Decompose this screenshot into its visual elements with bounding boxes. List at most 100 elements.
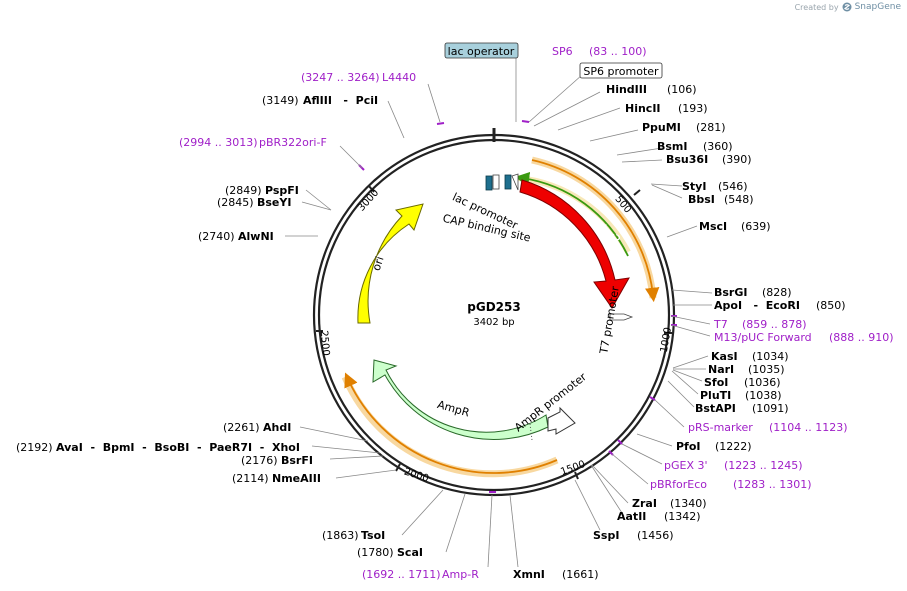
primer-tick-l4440 — [436, 122, 445, 125]
enzyme-bbsi-pos: (548) — [724, 193, 754, 206]
sp6-promoter-mark — [511, 173, 519, 191]
primer-pbr322ori-range: (2994 .. 3013) — [179, 136, 258, 149]
primer-t7-range: (859 .. 878) — [742, 318, 807, 331]
t7-promoter-arrow — [609, 313, 634, 321]
enzyme-bseyi-pos: (2845) — [217, 196, 254, 209]
primer-prs-name: pRS-marker — [688, 421, 753, 434]
enzyme-bsu36i-name: Bsu36I — [666, 153, 708, 166]
primer-sp6-name: SP6 — [552, 45, 573, 58]
boxed-sp6-promoter: SP6 promoter — [579, 62, 663, 79]
plasmid-name: pGD253 — [467, 300, 520, 314]
created-by-text: Created by — [794, 2, 839, 12]
enzyme-styi-name: StyI — [682, 180, 706, 193]
enzyme-kasi-pos: (1034) — [752, 350, 789, 363]
enzyme-aatii-pos: (1342) — [664, 510, 701, 523]
primer-tick-sp6 — [521, 120, 530, 123]
enzyme-nari-pos: (1035) — [748, 363, 785, 376]
enzyme-scai-name: ScaI — [397, 546, 423, 559]
enzyme-sfoi-name: SfoI — [704, 376, 728, 389]
enzyme-nari-name: NarI — [708, 363, 734, 376]
lac-operator-label: lac operator — [448, 45, 515, 58]
ruler-label-2500: 2500 — [318, 330, 331, 356]
enzyme-styi-pos: (546) — [718, 180, 748, 193]
orange-arrow-top — [531, 159, 660, 303]
enzyme-bsmi-name: BsmI — [657, 140, 688, 153]
primer-tick-prs — [649, 396, 656, 401]
enzyme-ppumi-name: PpuMI — [642, 121, 681, 134]
ampr-label: AmpR — [436, 398, 472, 420]
primer-amp-r-range: (1692 .. 1711) — [362, 568, 441, 581]
enzyme-pluti-name: PluTI — [700, 389, 731, 402]
ruler-label-1500: 1500 — [559, 459, 587, 478]
ruler-tick-1500 — [574, 471, 579, 480]
ampr-promoter-arrow — [547, 406, 576, 435]
leader-lines — [285, 58, 713, 568]
enzyme-pspfi-pos: (2849) — [225, 184, 262, 197]
brand-badge: Created by SnapGene — [795, 2, 901, 12]
enzyme-bstapi-pos: (1091) — [752, 402, 789, 415]
primer-amp-r-name: Amp-R — [442, 568, 479, 581]
ori-arrow — [357, 203, 424, 324]
primer-m13-range: (888 .. 910) — [829, 331, 894, 344]
enzyme-labels-right: HindIII (106) HincII (193) PpuMI (281) B… — [513, 83, 846, 581]
primer-pgex-range: (1223 .. 1245) — [724, 459, 803, 472]
enzyme-bbsi-name: BbsI — [688, 193, 715, 206]
enzyme-nmeaiii-pos: (2114) — [232, 472, 269, 485]
primer-l4440-name: L4440 — [382, 71, 416, 84]
orange-arrow-bottom — [344, 372, 558, 474]
enzyme-bsrfi-name: BsrFI — [281, 454, 313, 467]
enzyme-sfoi-pos: (1036) — [744, 376, 781, 389]
enzyme-hincii-pos: (193) — [678, 102, 708, 115]
enzyme-alwni-pos: (2740) — [198, 230, 235, 243]
primer-pgex-name: pGEX 3' — [664, 459, 708, 472]
enzyme-kasi-name: KasI — [711, 350, 738, 363]
enzyme-ppumi-pos: (281) — [696, 121, 726, 134]
primer-prs-range: (1104 .. 1123) — [769, 421, 848, 434]
enzyme-pfoi-name: PfoI — [676, 440, 701, 453]
lac-operator-box — [504, 174, 512, 190]
enzyme-hindiii-pos: (106) — [667, 83, 697, 96]
enzyme-bsrfi-pos: (2176) — [241, 454, 278, 467]
enzyme-msci-pos: (639) — [741, 220, 771, 233]
enzyme-nmeaiii-name: NmeAIII — [272, 472, 321, 485]
lac-operator-label-box — [444, 42, 519, 59]
primer-pbrforeco-name: pBRforEco — [650, 478, 707, 491]
enzyme-zrai-pos: (1340) — [670, 497, 707, 510]
ruler-label-1000: 1000 — [659, 326, 674, 353]
sp6-promoter-label: SP6 promoter — [583, 65, 659, 78]
enzyme-msci-name: MscI — [699, 220, 727, 233]
snapgene-logo-icon — [842, 2, 852, 12]
primer-m13-name: M13/pUC Forward — [714, 331, 812, 344]
ruler-tick-3000 — [368, 185, 375, 193]
enzyme-alwni-name: AlwNI — [238, 230, 274, 243]
primer-labels: SP6 (83 .. 100) T7 (859 .. 878) M13/pUC … — [179, 45, 894, 581]
lac-promoter-box — [492, 174, 500, 190]
sp6-promoter-label-box — [579, 62, 663, 79]
enzyme-apoi-ecori-pos: (850) — [816, 299, 846, 312]
ruler-tick-2000 — [395, 463, 401, 472]
primer-sp6-range: (83 .. 100) — [589, 45, 647, 58]
enzyme-sspi-name: SspI — [593, 529, 619, 542]
enzyme-bsrgi-name: BsrGI — [714, 286, 747, 299]
enzyme-ahdi-pos: (2261) — [223, 421, 260, 434]
enzyme-pfoi-pos: (1222) — [715, 440, 752, 453]
enzyme-pspfi-name: PspFI — [265, 184, 299, 197]
ruler-label-3000: 3000 — [356, 187, 381, 213]
enzyme-tsoi-pos: (1863) — [322, 529, 359, 542]
snapgene-brand-text: SnapGene — [854, 2, 901, 12]
enzyme-bsrgi-pos: (828) — [762, 286, 792, 299]
green-arrow — [514, 171, 629, 257]
enzyme-avai-group-pos: (2192) — [16, 441, 53, 454]
primer-pbrforeco-range: (1283 .. 1301) — [733, 478, 812, 491]
enzyme-xmni-pos: (1661) — [562, 568, 599, 581]
enzyme-hincii-name: HincII — [625, 102, 661, 115]
primer-tick-pgex — [617, 439, 623, 445]
enzyme-hindiii-name: HindIII — [606, 83, 647, 96]
enzyme-scai-pos: (1780) — [357, 546, 394, 559]
primer-pbr322ori-name: pBR322ori-F — [259, 136, 327, 149]
enzyme-bsu36i-pos: (390) — [722, 153, 752, 166]
enzyme-ahdi-name: AhdI — [263, 421, 291, 434]
enzyme-aatii-name: AatII — [617, 510, 646, 523]
enzyme-bsmi-pos: (360) — [703, 140, 733, 153]
enzyme-bseyi-name: BseYI — [257, 196, 291, 209]
